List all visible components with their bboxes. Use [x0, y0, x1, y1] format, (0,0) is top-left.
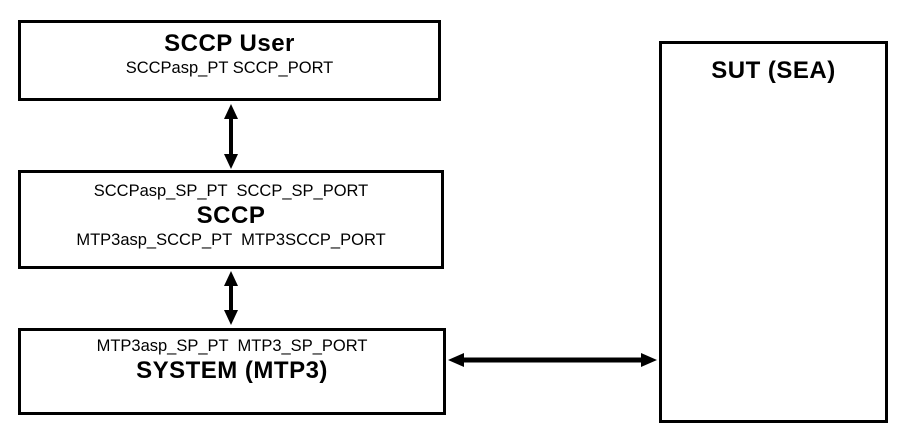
- box-sut: SUT (SEA): [659, 41, 888, 423]
- sccp-bottom-ports: MTP3asp_SCCP_PT MTP3SCCP_PORT: [76, 231, 386, 249]
- box-sccp-user: SCCP User SCCPasp_PT SCCP_PORT: [18, 20, 441, 101]
- arrow-sccpuser-sccp: [224, 104, 238, 169]
- system-mtp3-ports: MTP3asp_SP_PT MTP3_SP_PORT: [96, 337, 368, 355]
- sccp-user-ports: SCCPasp_PT SCCP_PORT: [125, 59, 334, 77]
- sccp-user-title: SCCP User: [164, 30, 295, 57]
- box-sccp: SCCPasp_SP_PT SCCP_SP_PORT SCCP MTP3asp_…: [18, 170, 444, 269]
- box-system-mtp3: MTP3asp_SP_PT MTP3_SP_PORT SYSTEM (MTP3): [18, 328, 446, 415]
- arrow-system-sut: [448, 353, 657, 367]
- sccp-title: SCCP: [196, 202, 266, 229]
- system-mtp3-title: SYSTEM (MTP3): [136, 357, 328, 384]
- sccp-top-ports: SCCPasp_SP_PT SCCP_SP_PORT: [93, 182, 369, 200]
- arrow-sccp-system: [224, 271, 238, 325]
- sut-title: SUT (SEA): [711, 57, 836, 84]
